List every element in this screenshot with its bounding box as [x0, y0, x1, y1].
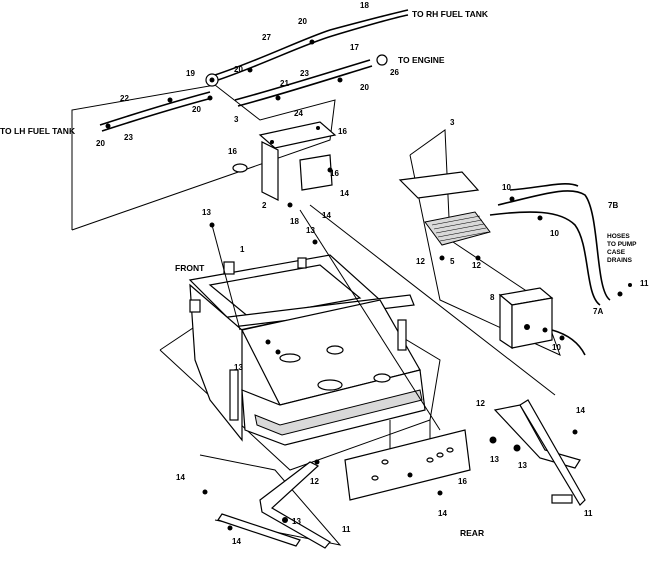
rear-cover-plate	[344, 429, 471, 501]
callout-19: 18	[290, 217, 299, 226]
callout-13: 12	[476, 399, 485, 408]
callout-19: 18	[360, 1, 369, 10]
callout-15: 14	[232, 537, 241, 546]
leader-lines	[211, 204, 556, 480]
callout-22: 21	[280, 79, 289, 88]
callout-14: 13	[292, 517, 301, 526]
label-to-lh-fuel-tank: TO LH FUEL TANK	[0, 126, 76, 136]
callout-13: 12	[310, 477, 319, 486]
callout-2: 2	[262, 201, 267, 210]
callout-27: 26	[390, 68, 399, 77]
callout-12: 12	[472, 261, 481, 270]
callout-14: 13	[202, 208, 211, 217]
callout-18: 17	[350, 43, 359, 52]
label-hoses-line3: CASE	[607, 249, 626, 256]
callout-26: 24	[294, 109, 303, 118]
callout-10: 11	[640, 279, 649, 288]
fuel-line-panel	[71, 9, 409, 231]
bracket-assembly	[232, 121, 337, 208]
callout-9: 10	[552, 343, 561, 352]
callout-14: 13	[306, 226, 315, 235]
callout-14: 13	[490, 455, 499, 464]
label-hoses-line1: HOSES	[607, 233, 630, 240]
callout-9: 10	[502, 183, 511, 192]
callout-25: 23	[124, 133, 133, 142]
callout-12: 12	[416, 257, 425, 266]
callout-28: 27	[262, 33, 271, 42]
callout-14: 13	[234, 363, 243, 372]
callout-21: 20	[234, 65, 243, 74]
callout-7A: 7A	[593, 307, 603, 316]
callout-8: 8	[490, 293, 495, 302]
callout-15: 14	[340, 189, 349, 198]
main-frame	[159, 222, 441, 471]
callout-23: 22	[120, 94, 129, 103]
lower-left-bracket	[199, 454, 342, 549]
callout-15: 14	[322, 211, 331, 220]
callout-21: 20	[192, 105, 201, 114]
callout-16: 16	[458, 477, 467, 486]
callout-11: 11	[342, 525, 351, 534]
callout-5: 5	[450, 257, 455, 266]
label-hoses-line2: TO PUMP	[607, 241, 637, 248]
callout-1: 1	[240, 245, 245, 254]
callout-15: 14	[176, 473, 185, 482]
callout-24: 23	[300, 69, 309, 78]
callout-15: 14	[576, 406, 585, 415]
direction-labels: TO RH FUEL TANK TO ENGINE TO LH FUEL TAN…	[0, 9, 637, 538]
callout-15: 14	[438, 509, 447, 518]
lower-right-bracket	[489, 399, 586, 506]
label-to-engine: TO ENGINE	[398, 55, 445, 65]
callout-21: 20	[360, 83, 369, 92]
callout-11: 11	[584, 509, 593, 518]
label-front: FRONT	[175, 263, 205, 273]
oil-cooler-assembly	[398, 129, 632, 356]
callout-21: 20	[298, 17, 307, 26]
callout-21: 20	[96, 139, 105, 148]
callout-7B: 7B	[608, 201, 618, 210]
label-to-rh-fuel-tank: TO RH FUEL TANK	[412, 9, 489, 19]
callout-3: 3	[234, 115, 239, 124]
callout-20: 19	[186, 69, 195, 78]
label-rear: REAR	[460, 528, 484, 538]
callout-17: 16	[228, 147, 237, 156]
callout-numbers: 18 20 27 17 20 19 23 26 21 20 22 20 24 2…	[96, 1, 649, 546]
callout-16: 16	[330, 169, 339, 178]
callout-9: 10	[550, 229, 559, 238]
callout-14: 13	[518, 461, 527, 470]
label-hoses-line4: DRAINS	[607, 257, 633, 264]
callout-16: 16	[338, 127, 347, 136]
callout-3: 3	[450, 118, 455, 127]
